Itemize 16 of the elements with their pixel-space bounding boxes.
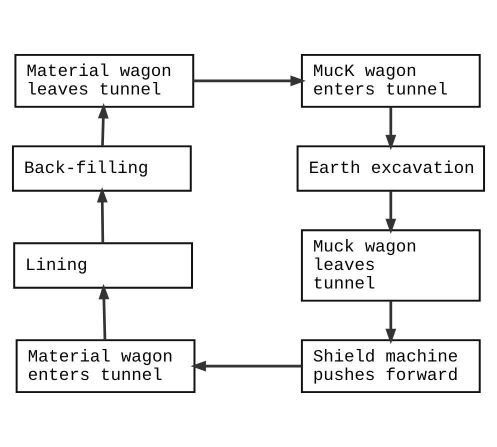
- node-box: Muck wagon leaves tunnel: [300, 229, 481, 302]
- node-box: Back-filling: [12, 145, 192, 192]
- node-box: Earth excavation: [296, 145, 486, 192]
- arrow: [193, 76, 306, 86]
- arrow: [385, 191, 396, 234]
- node-box: Shield machine pushes forward: [300, 339, 481, 394]
- node-box: Material wagon leaves tunnel: [14, 54, 194, 108]
- arrow: [98, 284, 110, 340]
- arrow: [190, 360, 302, 372]
- arrow: [385, 301, 396, 344]
- arrow: [96, 187, 108, 244]
- node-box: Material wagon enters tunnel: [16, 339, 196, 394]
- arrow: [98, 103, 109, 146]
- node-box: MucK wagon enters tunnel: [300, 54, 481, 108]
- node-box: Lining: [13, 242, 193, 289]
- arrow: [385, 107, 396, 150]
